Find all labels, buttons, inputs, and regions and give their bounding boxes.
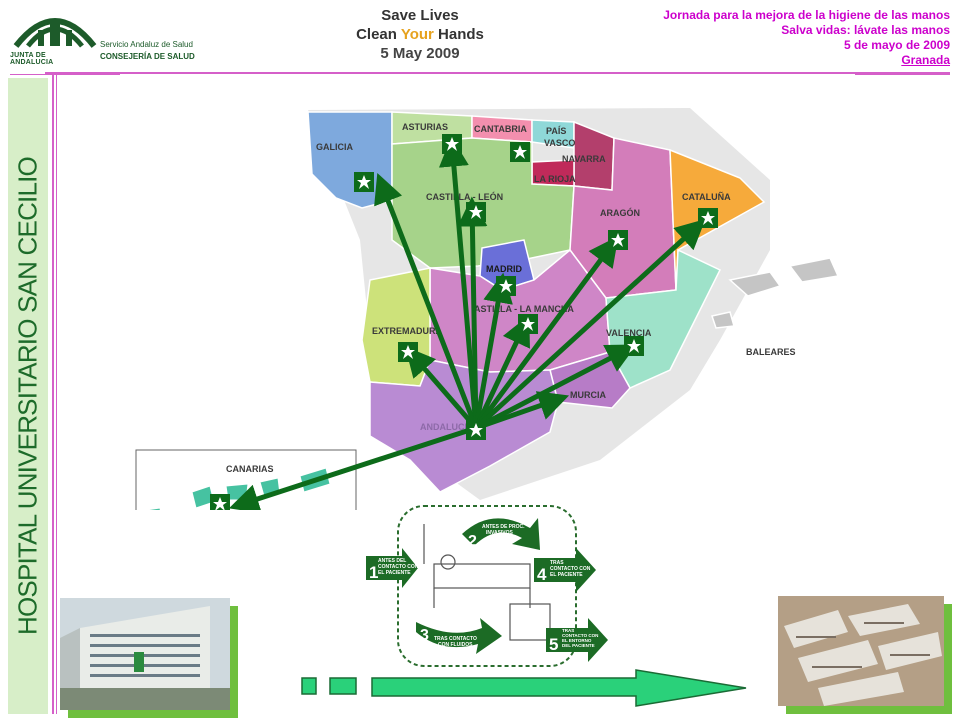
svg-text:CONTACTO CON: CONTACTO CON — [378, 564, 419, 570]
svg-text:CONTACTO CON: CONTACTO CON — [550, 566, 591, 572]
svg-text:EL PACIENTE: EL PACIENTE — [378, 570, 411, 576]
event-info: Jornada para la mejora de la higiene de … — [570, 8, 950, 68]
svg-text:5: 5 — [549, 635, 558, 654]
svg-text:TRAS: TRAS — [562, 628, 574, 633]
svg-text:1: 1 — [369, 563, 378, 582]
svg-text:ASTURIAS: ASTURIAS — [402, 122, 448, 132]
stars — [210, 134, 718, 510]
svg-text:PAÍS: PAÍS — [546, 126, 566, 136]
svg-text:MADRID: MADRID — [486, 264, 522, 274]
svg-text:LA RIOJA: LA RIOJA — [534, 174, 576, 184]
campaign-title: Save Lives Clean Your Hands 5 May 2009 — [330, 6, 510, 63]
svg-text:CATALUÑA: CATALUÑA — [682, 192, 731, 202]
svg-text:2: 2 — [468, 533, 477, 550]
hospital-aerial-icon — [778, 596, 944, 706]
region-baleares — [711, 257, 840, 329]
svg-text:ANTES DEL: ANTES DEL — [378, 558, 406, 564]
header-divider-left — [10, 74, 120, 75]
region-galicia — [307, 111, 393, 209]
svg-text:TRAS: TRAS — [550, 560, 564, 566]
event-date: 5 de mayo de 2009 — [843, 38, 950, 52]
svg-text:EL PACIENTE: EL PACIENTE — [550, 572, 583, 578]
svg-text:EL ENTORNO: EL ENTORNO — [562, 638, 592, 643]
sidebar-divider-thin — [56, 74, 57, 714]
hospital-photo-right — [778, 596, 944, 706]
svg-text:VALENCIA: VALENCIA — [606, 328, 652, 338]
svg-text:INVASIVOS: INVASIVOS — [486, 530, 514, 536]
campaign-clean: Clean — [356, 26, 401, 43]
svg-text:MURCIA: MURCIA — [570, 390, 606, 400]
campaign-line1: Save Lives — [381, 7, 459, 24]
region-labels: GALICIA ASTURIAS CANTABRIA PAÍS VASCO NA… — [226, 122, 796, 474]
svg-text:CONTACTO CON: CONTACTO CON — [562, 633, 598, 638]
svg-text:EXTREMADURA: EXTREMADURA — [372, 326, 443, 336]
svg-text:ARAGÓN: ARAGÓN — [600, 207, 640, 218]
svg-text:CON FLUIDOS: CON FLUIDOS — [438, 642, 473, 648]
campaign-your: Your — [400, 26, 434, 43]
sas-logo-line1: Servicio Andaluz de Salud — [100, 40, 193, 49]
hospital-name: HOSPITAL UNIVERSITARIO SAN CECILIO — [12, 157, 43, 635]
campaign-hands: Hands — [433, 26, 484, 43]
sidebar-divider — [52, 74, 54, 714]
svg-text:DEL PACIENTE: DEL PACIENTE — [562, 643, 595, 648]
svg-text:ANDALUCIA: ANDALUCIA — [420, 422, 474, 432]
campaign-line2: Clean Your Hands — [330, 25, 510, 44]
spain-map: GALICIA ASTURIAS CANTABRIA PAÍS VASCO NA… — [135, 108, 840, 510]
junta-logo — [10, 6, 210, 70]
progress-arrow — [301, 669, 747, 707]
svg-text:BALEARES: BALEARES — [746, 347, 796, 357]
svg-text:CANARIAS: CANARIAS — [226, 464, 274, 474]
header-divider — [45, 72, 950, 74]
svg-text:ASTILLA - LA MANCHA: ASTILLA - LA MANCHA — [474, 304, 574, 314]
five-moments-diagram: 1 ANTES DEL CONTACTO CON EL PACIENTE 2 A… — [366, 505, 608, 667]
svg-text:NAVARRA: NAVARRA — [562, 154, 606, 164]
svg-text:VASCO: VASCO — [544, 138, 575, 148]
arrows — [228, 136, 706, 510]
svg-text:CANTABRIA: CANTABRIA — [474, 124, 527, 134]
sas-logo-line2: CONSEJERÍA DE SALUD — [100, 52, 195, 61]
event-title: Jornada para la mejora de la higiene de … — [663, 8, 950, 22]
event-slogan: Salva vidas: lávate las manos — [781, 23, 950, 37]
hospital-photo-left — [60, 598, 230, 710]
svg-text:GALICIA: GALICIA — [316, 142, 353, 152]
svg-text:TRAS CONTACTO: TRAS CONTACTO — [434, 636, 477, 642]
hospital-building-icon — [60, 598, 230, 710]
campaign-date: 5 May 2009 — [380, 45, 460, 62]
svg-text:ANTES DE PROC.: ANTES DE PROC. — [482, 524, 525, 530]
junta-emblem-icon — [13, 18, 97, 48]
sidebar — [8, 78, 48, 714]
svg-text:4: 4 — [537, 565, 547, 584]
event-place: Granada — [901, 53, 950, 67]
header-divider-right — [855, 74, 950, 75]
patient-bed-icon — [423, 524, 551, 641]
canarias-inset-box — [135, 449, 357, 510]
svg-text:3: 3 — [420, 627, 429, 644]
svg-text:CASTILLA - LEÓN: CASTILLA - LEÓN — [426, 191, 503, 202]
junta-logo-text: JUNTA DE ANDALUCIA — [10, 52, 54, 66]
